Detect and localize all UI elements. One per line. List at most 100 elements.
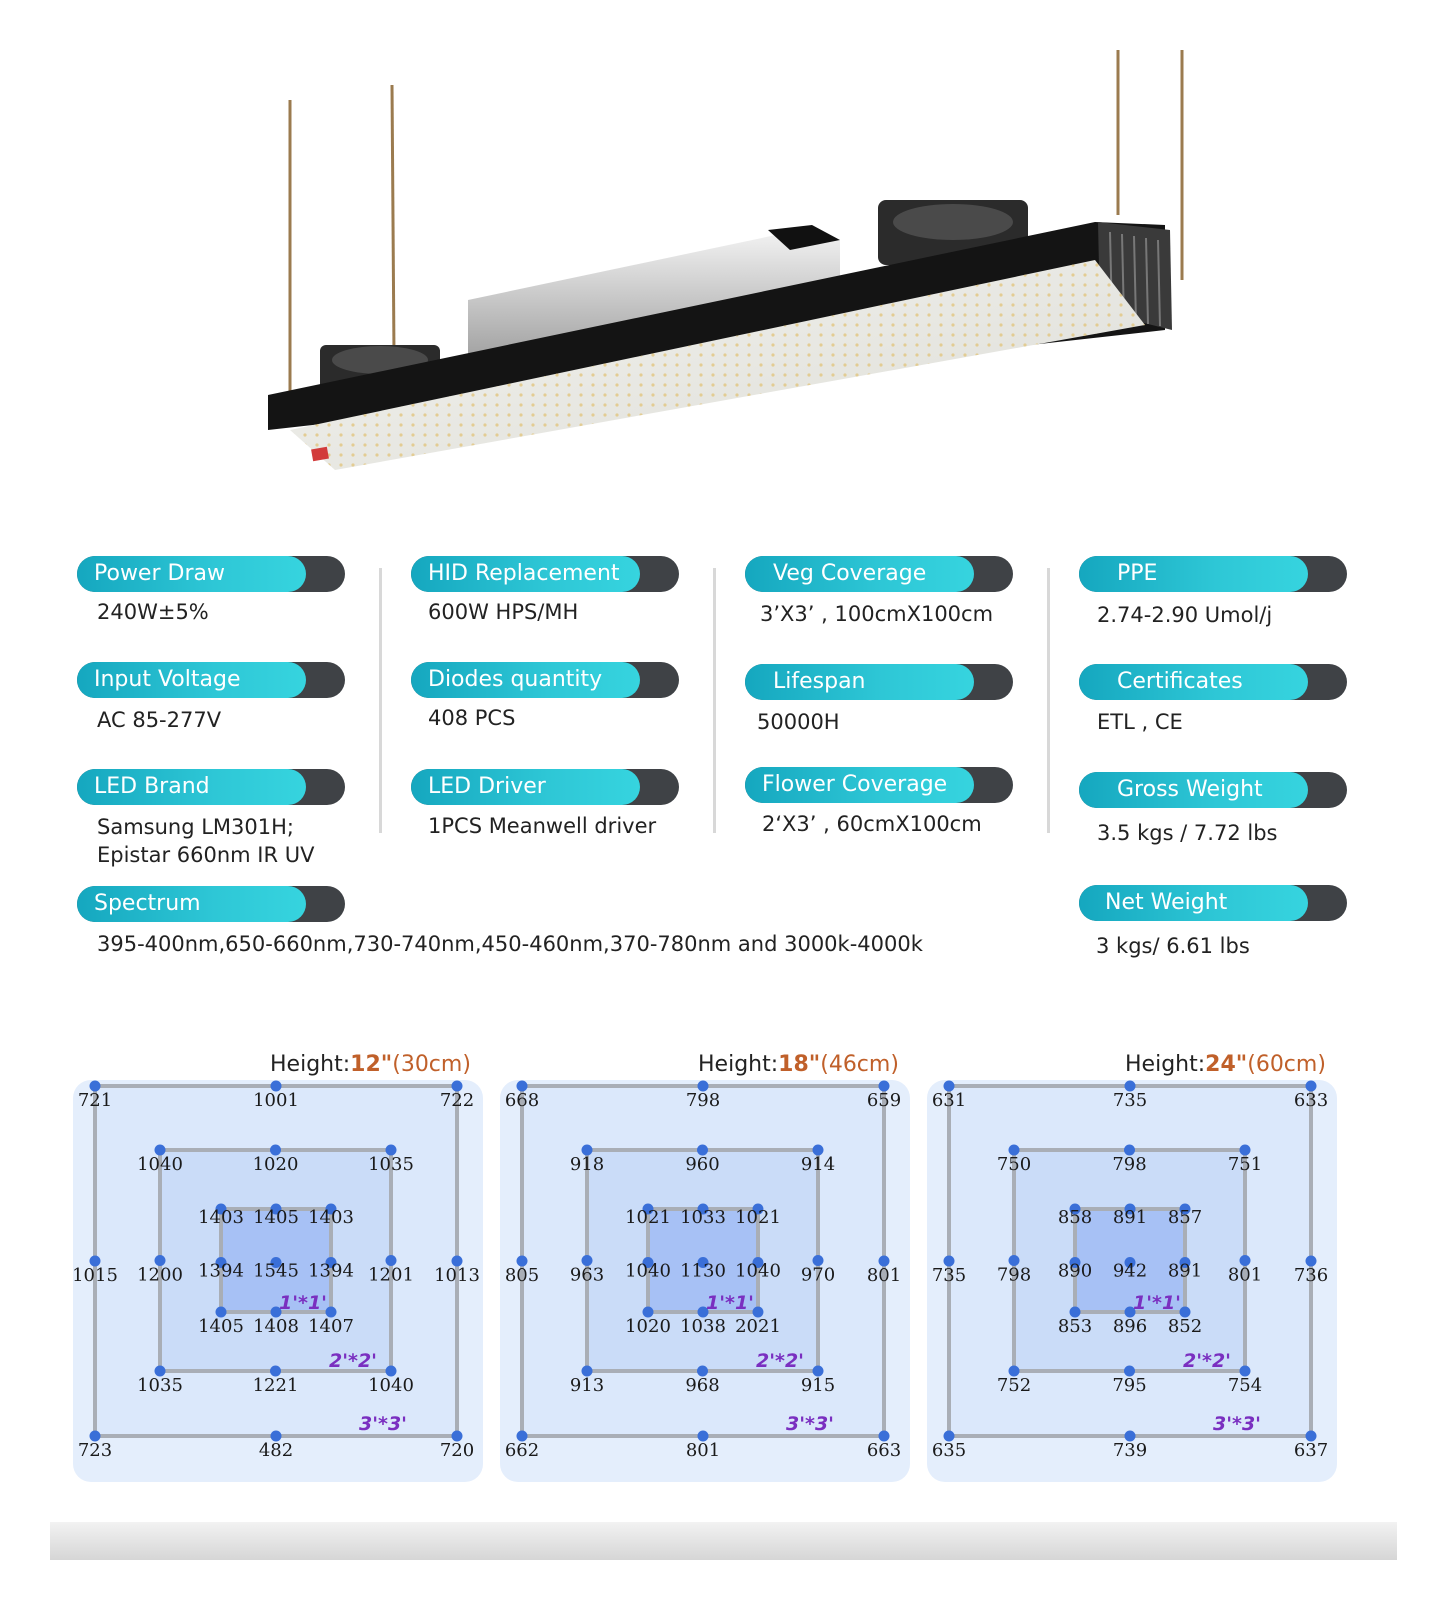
spec-label-flower-coverage: Flower Coverage — [745, 767, 1013, 803]
spec-label-input-voltage: Input Voltage — [77, 662, 345, 698]
measure-point — [1008, 1365, 1020, 1377]
measure-point — [451, 1080, 463, 1092]
ppfd-value-inner: 1130 — [680, 1261, 726, 1282]
ppfd-value-middle: 1201 — [368, 1265, 414, 1286]
zone-label-1x1: 1'*1' — [1133, 1292, 1181, 1314]
measure-point — [1239, 1255, 1251, 1266]
zone-label-3x3: 3'*3' — [1213, 1413, 1261, 1435]
ppfd-value-outer: 663 — [867, 1440, 901, 1461]
zone-label-3x3: 3'*3' — [359, 1413, 407, 1435]
spec-value-input-voltage: AC 85-277V — [97, 708, 222, 732]
ppfd-value-outer: 635 — [932, 1440, 966, 1461]
measure-point — [1179, 1306, 1191, 1318]
ppfd-value-inner: 1020 — [625, 1316, 671, 1337]
ppfd-value-middle: 913 — [570, 1375, 604, 1396]
measure-point — [1124, 1365, 1135, 1377]
measure-point — [1069, 1203, 1081, 1215]
ppfd-value-outer: 662 — [505, 1440, 539, 1461]
measure-point — [385, 1255, 397, 1266]
measure-point — [385, 1144, 397, 1156]
spec-label-gross-weight: Gross Weight — [1079, 772, 1347, 808]
ppfd-value-middle: 798 — [997, 1265, 1031, 1286]
ppfd-value-outer: 1013 — [434, 1265, 480, 1286]
zone-label-1x1: 1'*1' — [279, 1292, 327, 1314]
ppfd-value-inner: 896 — [1113, 1316, 1147, 1337]
ppfd-value-outer: 668 — [505, 1090, 539, 1111]
measure-point — [215, 1306, 227, 1318]
spec-value-flower-coverage: 2‘X3’ , 60cmX100cm — [762, 812, 982, 836]
ppfd-value-inner: 858 — [1058, 1207, 1092, 1228]
measure-point — [581, 1144, 593, 1156]
ppfd-value-middle: 1040 — [137, 1154, 183, 1175]
measure-point — [812, 1365, 824, 1377]
ppfd-value-outer: 1015 — [73, 1265, 118, 1286]
measure-point — [697, 1080, 709, 1092]
ppfd-value-outer: 722 — [440, 1090, 474, 1111]
ppfd-value-middle: 963 — [570, 1265, 604, 1286]
spec-value-spectrum: 395-400nm,650-660nm,730-740nm,450-460nm,… — [97, 932, 923, 956]
ppfd-value-inner: 891 — [1113, 1207, 1147, 1228]
measure-point — [943, 1255, 955, 1267]
measure-point — [270, 1257, 282, 1268]
measure-point — [1124, 1203, 1136, 1215]
measure-point — [812, 1144, 824, 1156]
measure-point — [642, 1257, 654, 1268]
ppfd-value-inner: 852 — [1168, 1316, 1202, 1337]
measure-point — [581, 1365, 593, 1377]
measure-point — [697, 1203, 709, 1215]
ppfd-value-middle: 918 — [570, 1154, 604, 1175]
measure-point — [89, 1255, 101, 1267]
height-title: Height:24"(60cm) — [1125, 1052, 1326, 1077]
spec-value-gross-weight: 3.5 kgs / 7.72 lbs — [1097, 821, 1278, 845]
measure-point — [642, 1203, 654, 1215]
measure-point — [89, 1080, 101, 1092]
ppfd-value-inner: 1021 — [625, 1207, 671, 1228]
spec-label-diodes-quantity: Diodes quantity — [411, 662, 679, 698]
measure-point — [1305, 1430, 1317, 1442]
measure-point — [642, 1306, 654, 1318]
measure-point — [270, 1080, 282, 1092]
spec-value-ppe: 2.74-2.90 Umol/j — [1097, 603, 1273, 627]
spec-value-power-draw: 240W±5% — [97, 600, 209, 624]
spec-label-led-brand: LED Brand — [77, 769, 345, 805]
ppfd-value-middle: 1221 — [253, 1375, 299, 1396]
ppfd-value-outer: 798 — [686, 1090, 720, 1111]
measure-point — [878, 1080, 890, 1092]
column-divider — [713, 568, 716, 833]
ppfd-value-outer: 735 — [932, 1265, 966, 1286]
spec-value-hid-replacement: 600W HPS/MH — [428, 600, 579, 624]
ppfd-value-outer: 801 — [686, 1440, 720, 1461]
height-title: Height:12"(30cm) — [270, 1052, 471, 1077]
ppfd-value-inner: 2021 — [735, 1316, 781, 1337]
ppfd-value-outer: 631 — [932, 1090, 966, 1111]
spec-label-certificates: Certificates — [1079, 664, 1347, 700]
ppfd-value-middle: 1040 — [368, 1375, 414, 1396]
column-divider — [379, 568, 382, 833]
ppfd-value-middle: 914 — [801, 1154, 835, 1175]
measure-point — [451, 1255, 463, 1267]
ppfd-value-outer: 1001 — [253, 1090, 299, 1111]
ppfd-value-middle: 1035 — [137, 1375, 183, 1396]
led-grow-light-image — [268, 50, 1184, 470]
ppfd-value-inner: 1040 — [625, 1261, 671, 1282]
measure-point — [215, 1257, 227, 1268]
ppfd-value-outer: 633 — [1294, 1090, 1328, 1111]
spec-value-lifespan: 50000H — [757, 710, 840, 734]
measure-point — [1305, 1080, 1317, 1092]
ppfd-value-inner: 1033 — [680, 1207, 726, 1228]
spec-label-net-weight: Net Weight — [1079, 885, 1347, 921]
ppfd-value-outer: 723 — [78, 1440, 112, 1461]
footer-bar — [50, 1522, 1397, 1560]
ppfd-value-inner: 1408 — [253, 1316, 299, 1337]
measure-point — [1124, 1430, 1136, 1442]
measure-point — [1124, 1080, 1136, 1092]
measure-point — [697, 1144, 708, 1156]
ppfd-value-inner: 1403 — [198, 1207, 244, 1228]
spec-value-net-weight: 3 kgs/ 6.61 lbs — [1096, 934, 1250, 958]
ppfd-value-inner: 1405 — [198, 1316, 244, 1337]
spec-label-led-driver: LED Driver — [411, 769, 679, 805]
ppfd-value-outer: 482 — [259, 1440, 293, 1461]
measure-point — [1179, 1203, 1191, 1215]
ppfd-value-inner: 1040 — [735, 1261, 781, 1282]
spec-value-diodes-quantity: 408 PCS — [428, 706, 516, 730]
